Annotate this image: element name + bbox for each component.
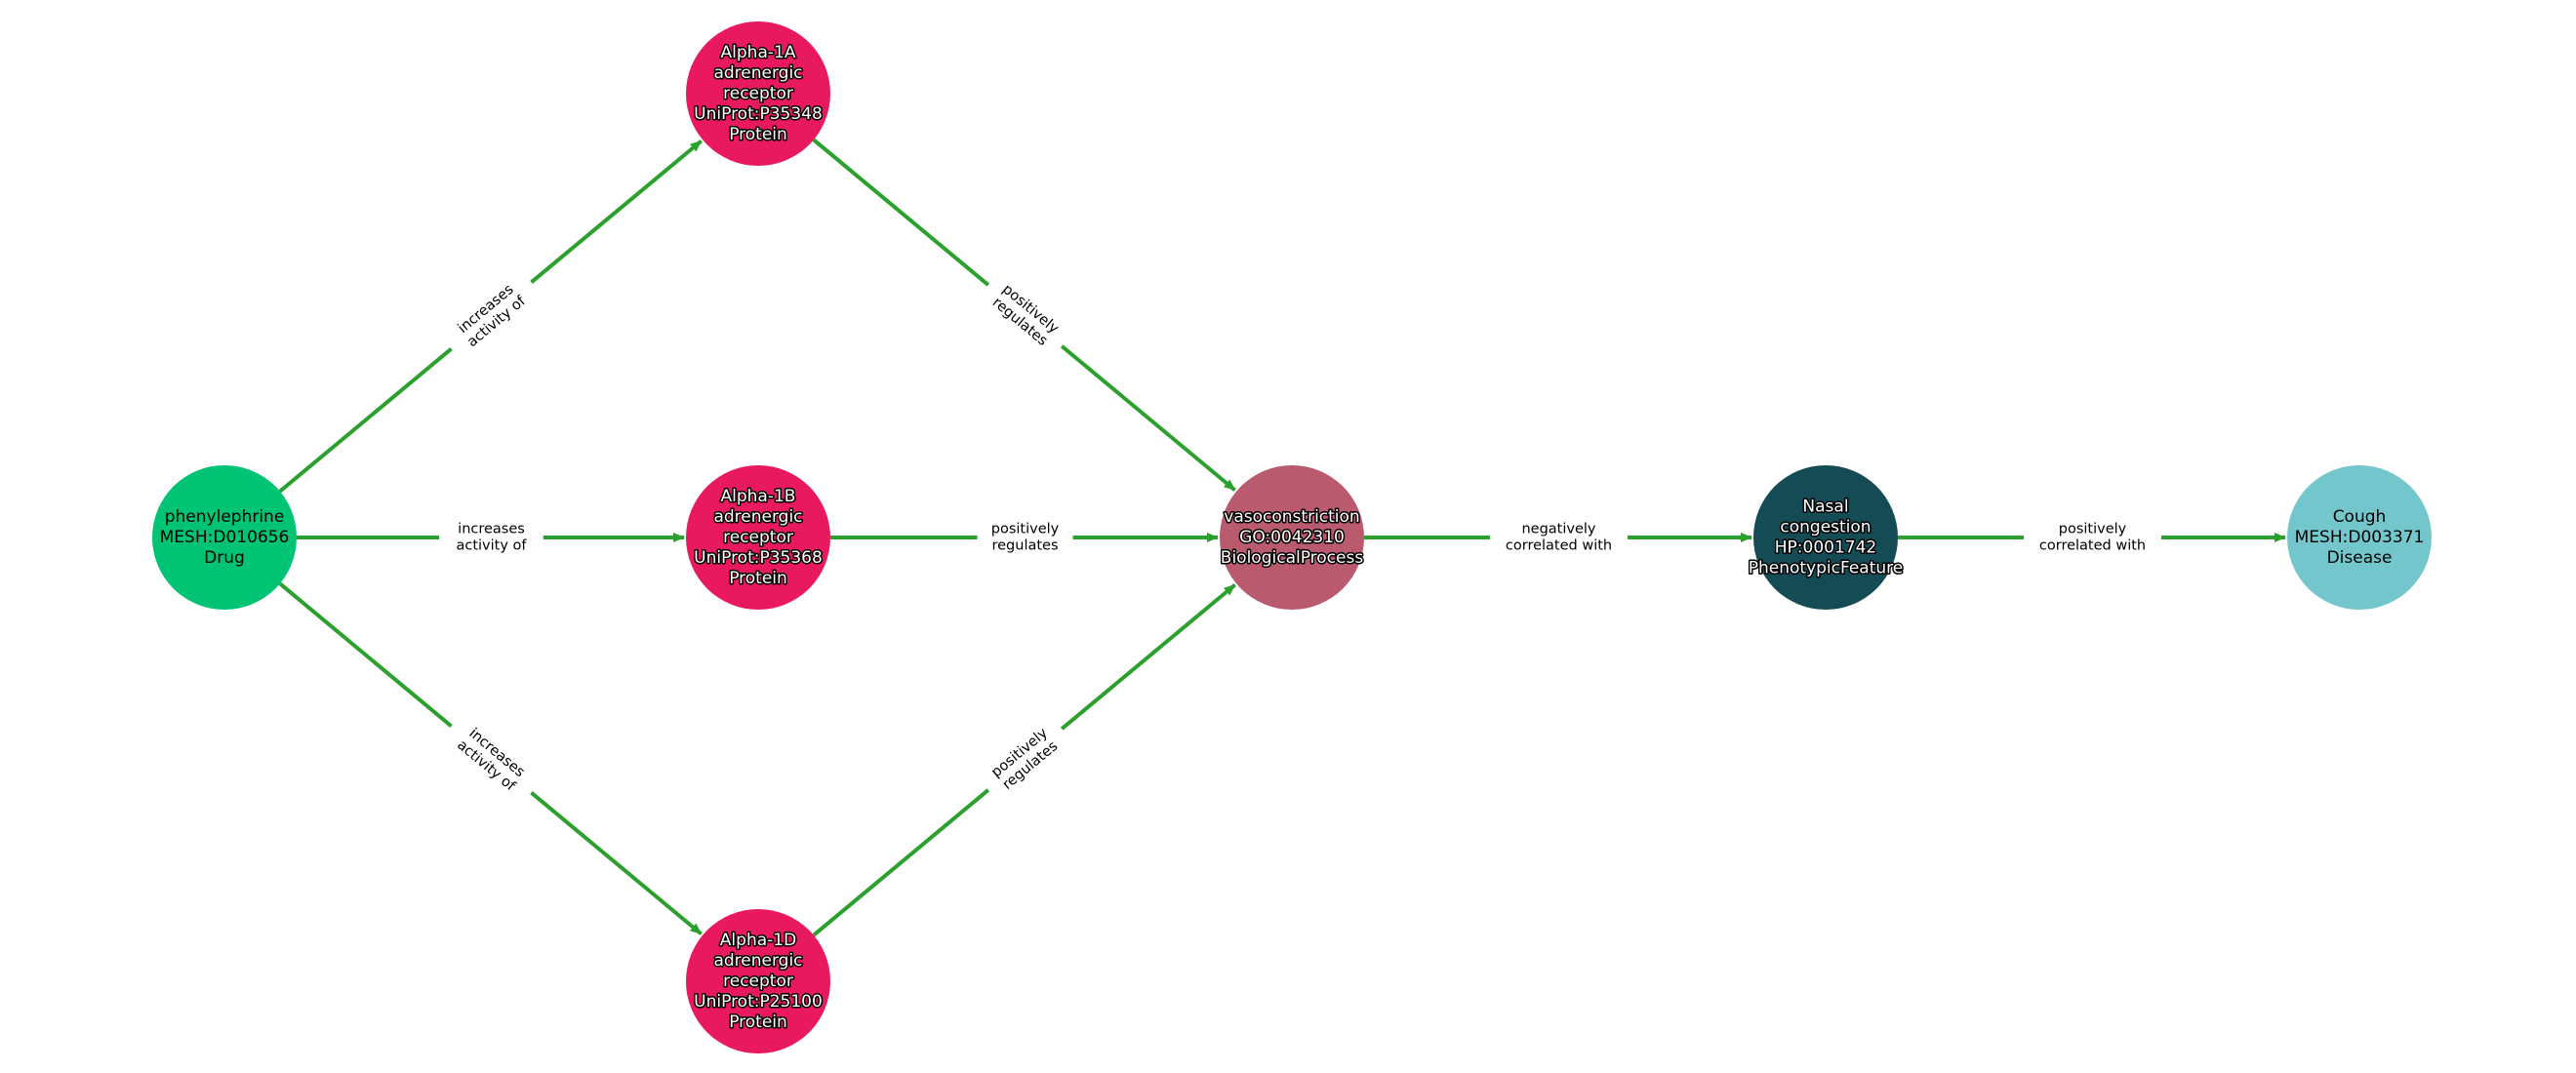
node-label-line: UniProt:P35368 [694,548,823,568]
node-label-line: adrenergic [713,63,802,83]
node-label-line: phenylephrine [165,507,285,527]
edge-label-background [438,711,544,808]
node-label-line: Drug [204,548,245,568]
node-label-line: congestion [1780,518,1871,537]
node-label-line: BiologicalProcess [1221,548,1364,568]
edge-label-line: positively [2059,522,2127,537]
node-label-line: UniProt:P25100 [694,992,823,1012]
nodes-layer: phenylephrineMESH:D010656DrugAlpha-1Aadr… [152,21,2432,1053]
edge-label-line: activity of [456,538,527,554]
edge-label-background [976,713,1074,806]
edge-label-line: positively [991,522,1060,537]
edge-label-background [438,267,544,364]
edge-label-line: correlated with [2039,538,2146,554]
node-label-line: Nasal [1802,497,1848,517]
edge-label-line: correlated with [1506,538,1612,554]
node-circle-phenotypic_feature [1753,465,1898,610]
node-alpha1b: Alpha-1BadrenergicreceptorUniProt:P35368… [686,465,830,610]
node-label-line: HP:0001742 [1775,538,1876,558]
node-label-line: UniProt:P35348 [694,104,823,124]
node-label-line: receptor [723,972,793,991]
node-label-line: GO:0042310 [1239,528,1345,547]
node-label-line: receptor [723,528,793,547]
node-vasoconstriction: vasoconstrictionGO:0042310BiologicalProc… [1219,465,1365,610]
edge-label-line: increases [458,522,525,537]
node-label-line: receptor [723,84,793,103]
edge-label-background [1490,518,1628,557]
node-label-line: Disease [2327,548,2393,568]
node-circle-protein [686,465,830,610]
node-label-line: MESH:D010656 [160,528,290,547]
edge-label-background [976,269,1074,362]
node-alpha1d: Alpha-1DadrenergicreceptorUniProt:P25100… [686,909,830,1053]
edge-label-line: negatively [1521,522,1595,537]
node-label-line: Protein [729,1013,787,1032]
node-label-line: Cough [2333,507,2387,527]
edge-label-background [439,518,543,557]
node-label-line: adrenergic [713,951,802,971]
node-label-line: PhenotypicFeature [1749,559,1904,578]
node-label-line: Protein [729,569,787,588]
node-label-line: Alpha-1A [721,43,796,62]
node-alpha1a: Alpha-1AadrenergicreceptorUniProt:P35348… [686,21,830,166]
node-circle-biological_process [1220,465,1364,610]
node-circle-disease [2287,465,2432,610]
node-label-line: vasoconstriction [1224,507,1359,527]
node-circle-protein [686,21,830,166]
node-circle-protein [686,909,830,1053]
edge-label-line: regulates [991,538,1058,554]
node-label-line: MESH:D003371 [2295,528,2425,547]
edge-label-background [2024,518,2161,557]
node-circle-drug [152,465,297,610]
node-nasal: NasalcongestionHP:0001742PhenotypicFeatu… [1747,465,1905,610]
node-label-line: Alpha-1D [720,931,796,950]
node-label-line: Alpha-1B [721,487,796,506]
edge-label-background [977,518,1073,557]
node-label-line: Protein [729,125,787,144]
node-label-line: adrenergic [713,507,802,527]
